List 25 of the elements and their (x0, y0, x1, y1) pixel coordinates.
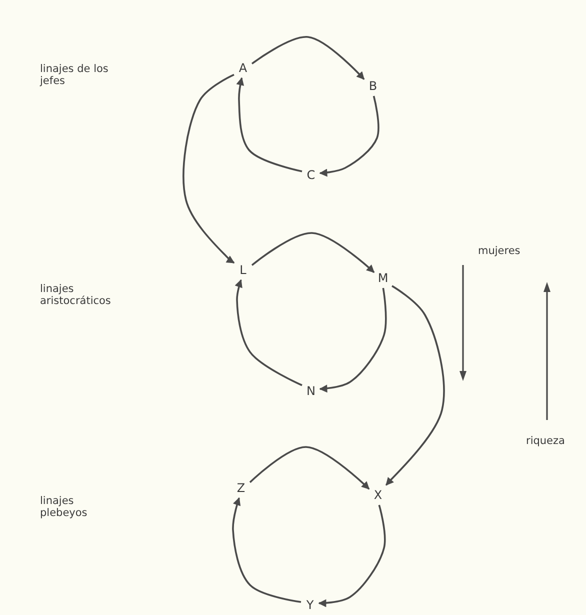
level-label: linajes de los jefes (40, 63, 110, 87)
node-letter: Z (234, 480, 248, 496)
arrow (318, 504, 386, 608)
arrow (319, 96, 380, 177)
arrow (251, 232, 375, 273)
node-letter: C (304, 167, 318, 183)
arrow (386, 285, 445, 486)
node-letter: B (366, 78, 380, 94)
node-letter: X (371, 487, 385, 503)
direction-label: mujeres (478, 245, 522, 257)
arrow (249, 446, 370, 490)
arrow (319, 288, 387, 393)
arrow (234, 279, 302, 386)
node-letter: M (376, 270, 390, 286)
level-label: linajes plebeyos (40, 495, 88, 519)
arrow (236, 77, 302, 172)
arrow (251, 36, 365, 80)
level-label: linajes aristocráticos (40, 283, 112, 307)
node-letter: A (236, 60, 250, 76)
direction-label: riqueza (526, 435, 566, 447)
arrow (232, 497, 302, 603)
node-letter: L (236, 262, 250, 278)
arrow (182, 74, 235, 264)
node-letter: N (304, 383, 318, 399)
node-letter: Y (303, 597, 317, 613)
